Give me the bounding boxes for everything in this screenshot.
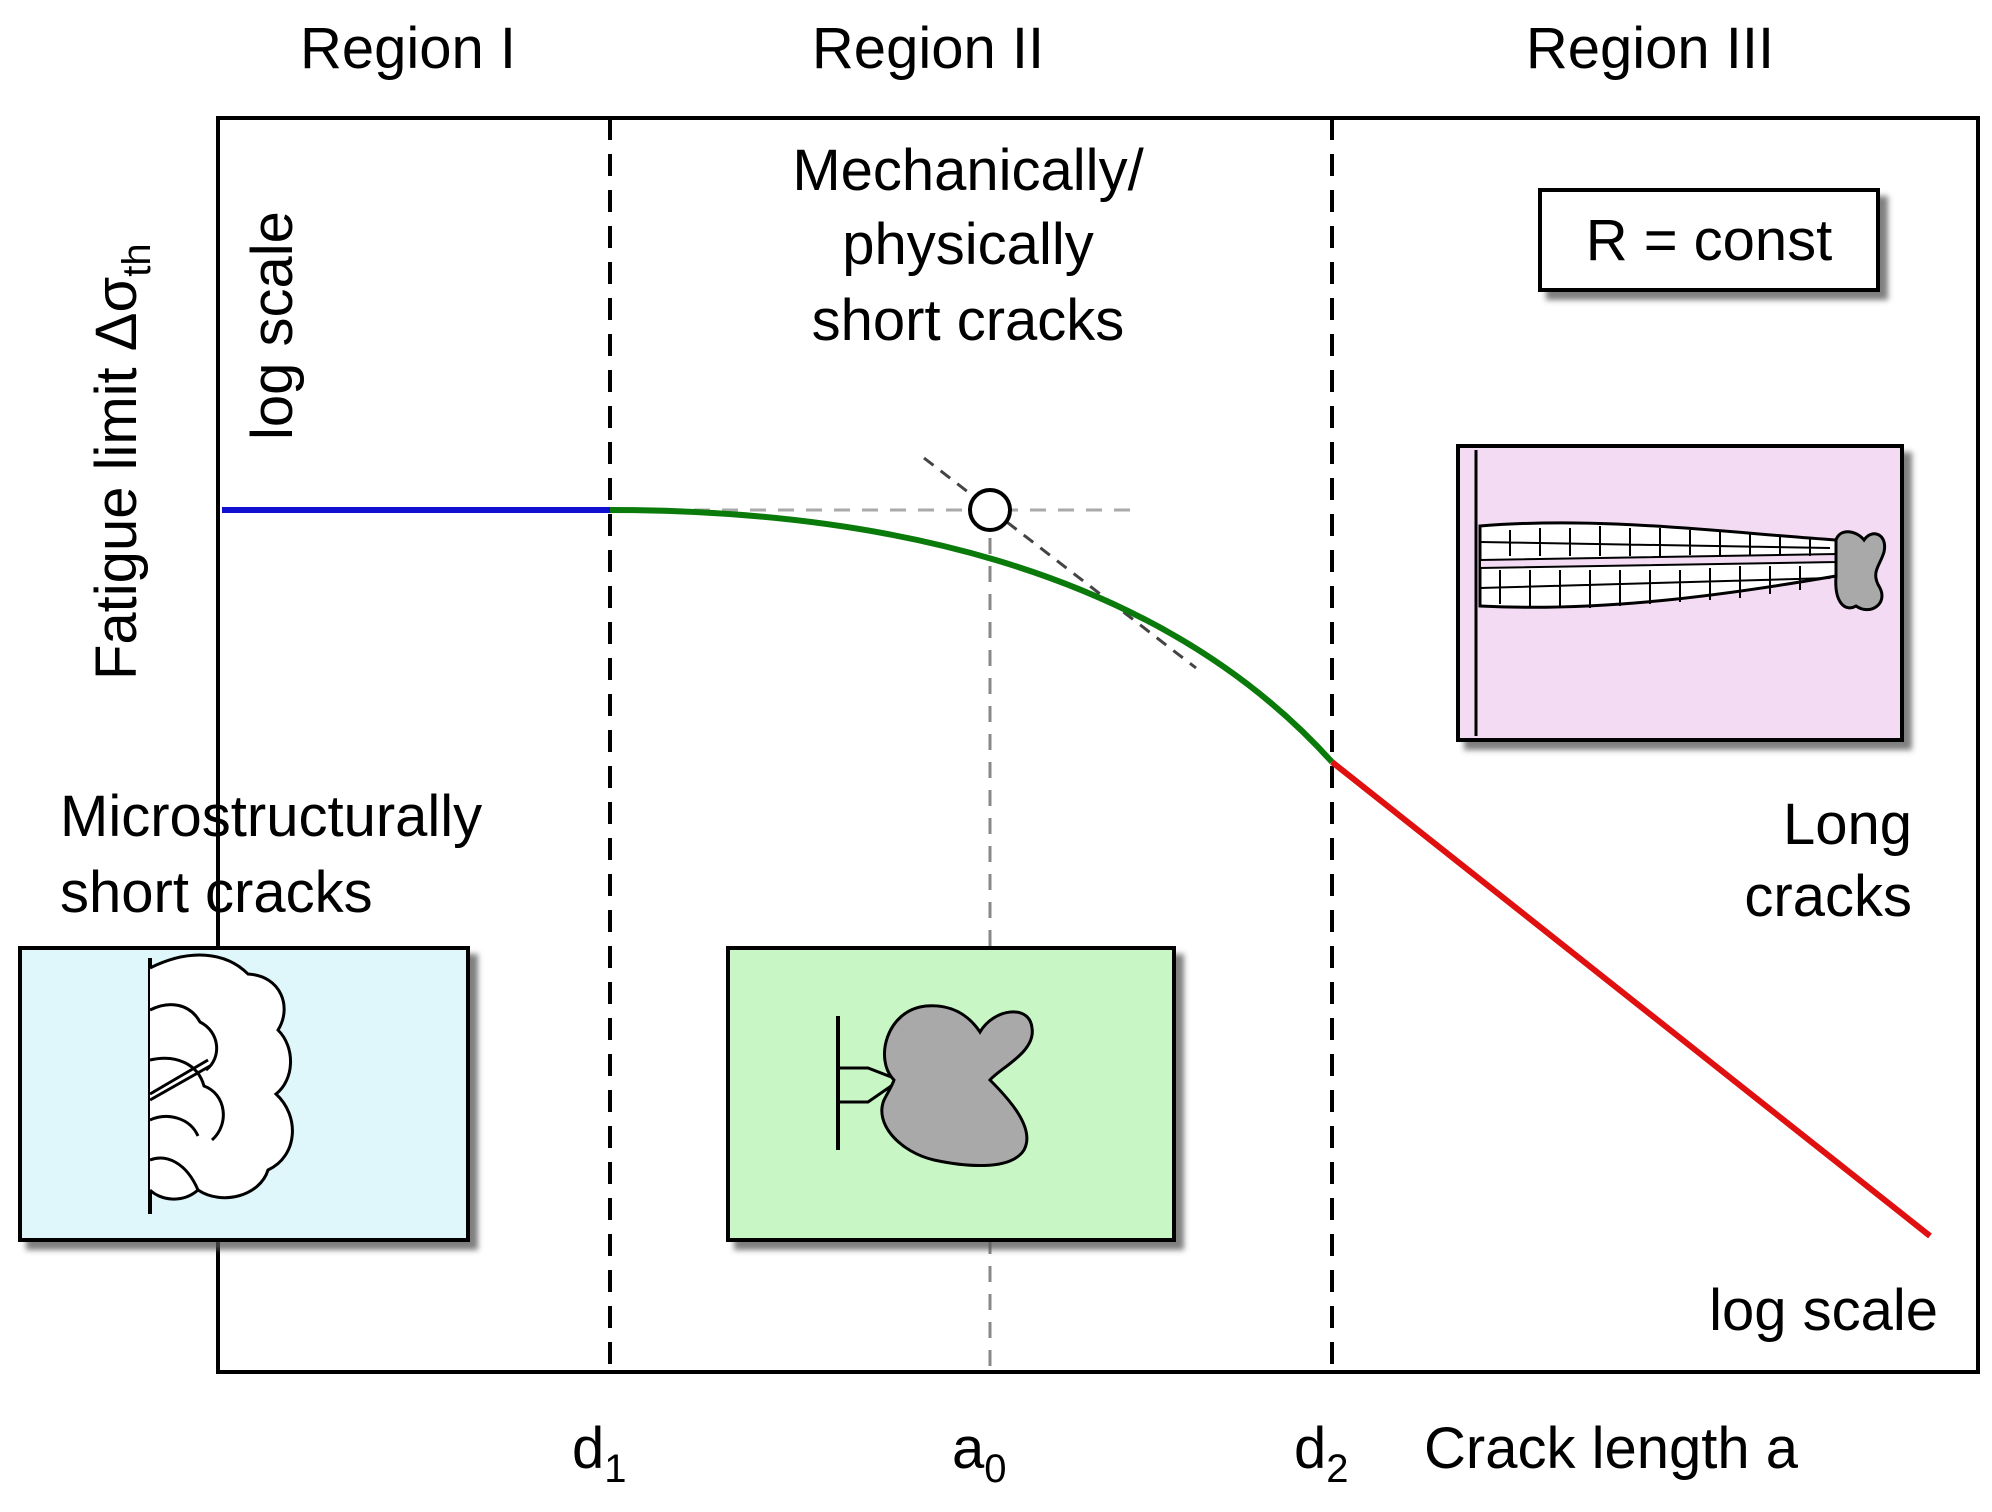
long-label-line2: cracks xyxy=(1744,864,1912,929)
tick-d2: d2 xyxy=(1294,1416,1349,1491)
micro-label-line2: short cracks xyxy=(60,860,373,925)
y-scale-note: log scale xyxy=(240,211,305,440)
tangent-line xyxy=(923,456,1197,670)
x-scale-note: log scale xyxy=(1709,1278,1938,1343)
region-2-annotation-line3: short cracks xyxy=(812,288,1125,353)
intersection-marker xyxy=(968,488,1012,532)
region-1-title: Region I xyxy=(300,16,516,81)
micro-label-line1: Microstructurally xyxy=(60,784,482,849)
y-axis-label: Fatigue limit Δσth xyxy=(84,243,159,680)
micro-crack-inset xyxy=(18,946,470,1242)
region-3-title: Region III xyxy=(1526,16,1774,81)
svg-text:R = const: R = const xyxy=(1586,208,1833,273)
region-2-annotation-line2: physically xyxy=(842,212,1093,277)
region-2-annotation-line1: Mechanically/ xyxy=(792,138,1144,203)
short-crack-inset xyxy=(726,946,1176,1242)
x-axis-label: Crack length a xyxy=(1424,1416,1799,1481)
r-const-box: R = const xyxy=(1538,188,1880,292)
tick-d1: d1 xyxy=(572,1416,627,1491)
region-2-curve xyxy=(609,507,1335,765)
plot-frame xyxy=(216,116,1980,1374)
tick-a0: a0 xyxy=(952,1416,1007,1491)
region-3-curve xyxy=(1330,759,1932,1239)
region-2-title: Region II xyxy=(812,16,1044,81)
long-label-line1: Long xyxy=(1783,792,1912,857)
long-crack-inset xyxy=(1456,444,1904,742)
